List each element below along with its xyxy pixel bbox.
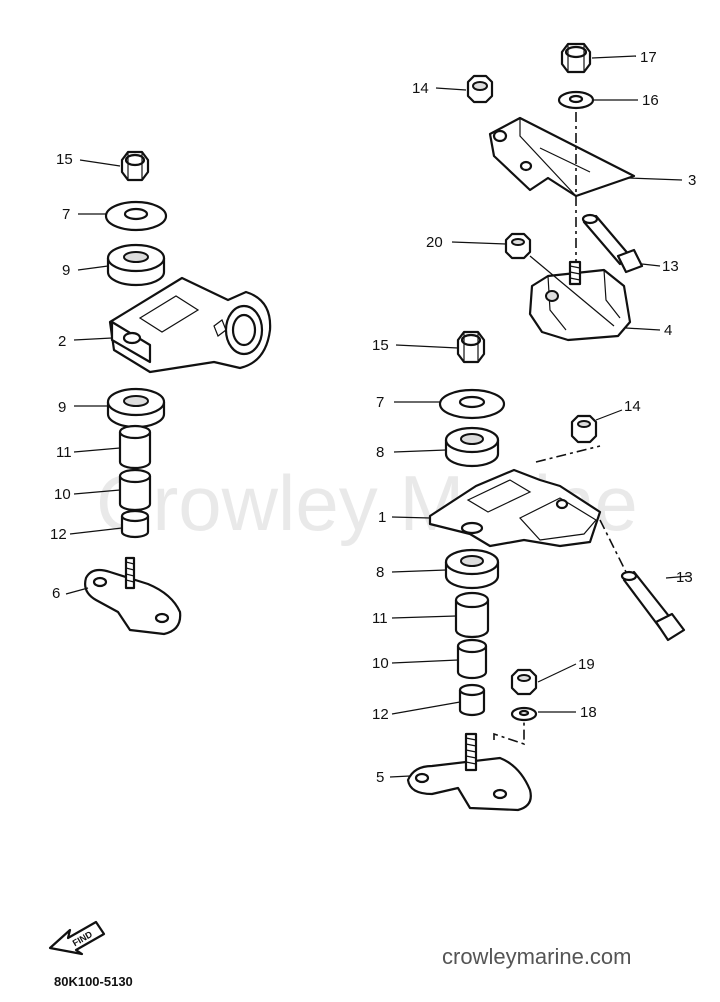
left-assembly: 15 7 9 2 9 11 10 12 6 — [50, 150, 272, 636]
callout-3: 3 — [688, 172, 696, 189]
callout-10-right: 10 — [372, 655, 389, 672]
left-grommet-9-bottom — [106, 387, 166, 429]
callout-14-top: 14 — [412, 80, 429, 97]
callout-18: 18 — [580, 704, 597, 721]
callout-5: 5 — [376, 769, 384, 786]
callout-8-top: 8 — [376, 444, 384, 461]
right-bracket-1 — [428, 468, 602, 548]
callout-6: 6 — [52, 585, 60, 602]
left-nut-15 — [120, 150, 150, 182]
right-assembly: 17 14 16 3 13 20 4 15 14 7 8 1 13 8 11 1… — [372, 42, 696, 812]
callout-9-left-top: 9 — [62, 262, 70, 279]
left-bracket-2 — [108, 276, 272, 374]
right-collar-10 — [456, 638, 488, 680]
callout-15-right: 15 — [372, 337, 389, 354]
left-plate-6 — [84, 556, 182, 636]
right-bolt-13-bottom — [620, 570, 686, 642]
left-collar-10 — [118, 468, 152, 512]
callout-7-left: 7 — [62, 206, 70, 223]
find-arrow-icon: FIND — [48, 920, 106, 956]
callout-12-right: 12 — [372, 706, 389, 723]
right-grommet-8-top — [444, 426, 500, 468]
callout-8-bottom: 8 — [376, 564, 384, 581]
right-bracket-3 — [488, 116, 636, 198]
callout-13-bottom: 13 — [676, 569, 693, 586]
right-washer-7 — [438, 388, 506, 420]
right-washer-18 — [510, 706, 538, 722]
callout-14-mid: 14 — [624, 398, 641, 415]
callout-12-left: 12 — [50, 526, 67, 543]
right-nut-20 — [504, 232, 532, 260]
callout-10-left: 10 — [54, 486, 71, 503]
right-collar-11 — [454, 591, 490, 639]
right-nut-19 — [510, 668, 538, 696]
right-plate-5 — [406, 732, 532, 812]
callout-11-right: 11 — [372, 610, 388, 627]
left-grommet-9-top — [106, 243, 166, 287]
site-url: crowleymarine.com — [442, 944, 632, 969]
callout-17: 17 — [640, 49, 657, 66]
right-washer-16 — [557, 90, 595, 110]
right-nut-14-mid — [570, 414, 598, 444]
callout-2: 2 — [58, 333, 66, 350]
right-mount-4 — [528, 260, 632, 342]
right-nut-15 — [456, 330, 486, 364]
callout-11-left: 11 — [56, 444, 72, 461]
right-nut-14-top — [466, 74, 494, 104]
callout-7-right: 7 — [376, 394, 384, 411]
callout-20: 20 — [426, 234, 443, 251]
callout-4: 4 — [664, 322, 672, 339]
right-spacer-12 — [458, 683, 486, 717]
left-collar-11 — [118, 424, 152, 470]
diagram-code: 80K100-5130 — [54, 974, 133, 989]
right-bolt-13-top — [581, 213, 644, 274]
left-spacer-12 — [120, 509, 150, 539]
right-grommet-8-bottom — [444, 548, 500, 590]
left-washer-7 — [104, 200, 168, 232]
right-nut-17 — [560, 42, 592, 74]
callout-15-left: 15 — [56, 151, 73, 168]
callout-1: 1 — [378, 509, 386, 526]
callout-19: 19 — [578, 656, 595, 673]
callout-13-top: 13 — [662, 258, 679, 275]
callout-9-left-bottom: 9 — [58, 399, 66, 416]
callout-16: 16 — [642, 92, 659, 109]
